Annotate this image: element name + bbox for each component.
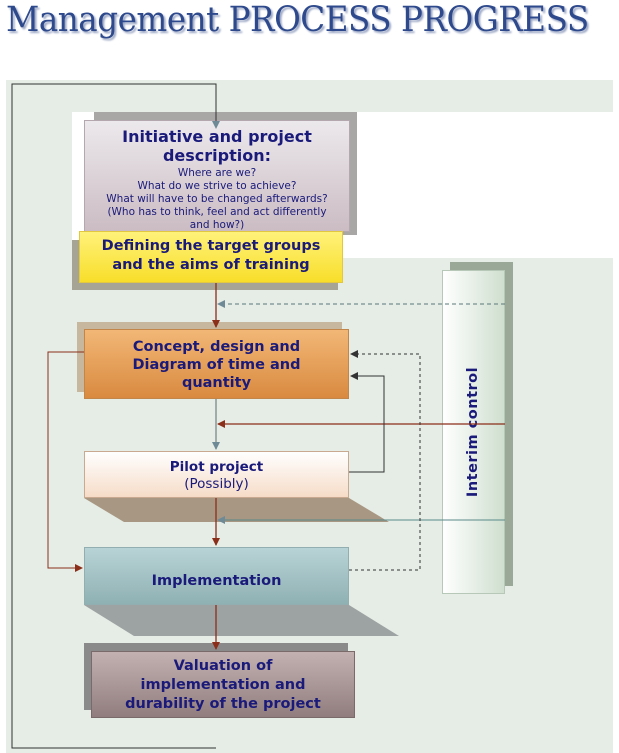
concept-line1: Concept, design and bbox=[132, 339, 301, 355]
concept-line3: quantity bbox=[181, 375, 252, 391]
target-groups-line2: and the aims of training bbox=[112, 257, 310, 273]
initiative-question-5: and how?) bbox=[189, 219, 245, 231]
interim-control-box bbox=[442, 270, 505, 594]
valuation-line1: Valuation of bbox=[173, 658, 273, 674]
initiative-question-2: What do we strive to achieve? bbox=[137, 180, 297, 192]
pilot-to-concept-loop bbox=[349, 372, 385, 473]
implementation-label: Implementation bbox=[151, 573, 282, 589]
initiative-question-4: (Who has to think, feel and act differen… bbox=[107, 206, 327, 218]
initiative-question-3: What will have to be changed afterwards? bbox=[106, 193, 328, 205]
pilot-project-line2: (Possibly) bbox=[184, 476, 249, 492]
initiative-title-line2: description: bbox=[162, 146, 272, 165]
concept-line2: Diagram of time and bbox=[132, 357, 301, 373]
valuation-box: Valuation of implementation and durabili… bbox=[91, 651, 355, 718]
initiative-question-1: Where are we? bbox=[177, 167, 257, 179]
valuation-line2: implementation and bbox=[140, 677, 306, 693]
implementation-box: Implementation bbox=[84, 547, 349, 605]
concept-box: Concept, design and Diagram of time and … bbox=[84, 329, 349, 399]
target-groups-line1: Defining the target groups bbox=[101, 238, 321, 254]
background-panel-left bbox=[6, 112, 72, 753]
initiative-title-line1: Initiative and project bbox=[122, 127, 312, 146]
pilot-project-line1: Pilot project bbox=[169, 459, 264, 475]
initiative-box: Initiative and project description: Wher… bbox=[84, 120, 350, 232]
target-groups-box: Defining the target groups and the aims … bbox=[79, 231, 343, 283]
concept-to-implementation-loop bbox=[47, 351, 84, 572]
page-title: Management PROCESS PROGRESS bbox=[6, 0, 589, 40]
pilot-project-box: Pilot project (Possibly) bbox=[84, 451, 349, 498]
background-panel-top bbox=[6, 80, 613, 112]
feedback-loop-line bbox=[11, 83, 220, 749]
valuation-line3: durability of the project bbox=[125, 696, 321, 712]
